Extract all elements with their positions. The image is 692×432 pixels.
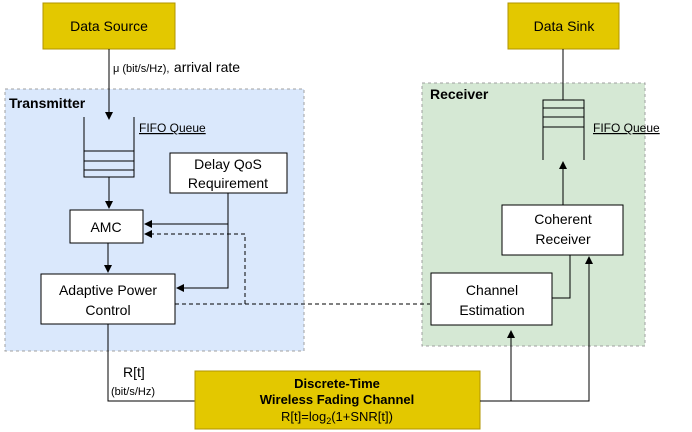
receiver-title: Receiver (430, 86, 489, 102)
adaptive-power-block (40, 273, 176, 325)
data-sink-block (507, 2, 620, 50)
coherent-receiver-block (501, 204, 624, 256)
channel-estimation-label-2: Estimation (459, 302, 524, 318)
delay-qos-label: Delay QoS (194, 156, 262, 172)
data-sink-label: Data Sink (534, 18, 596, 34)
amc-label: AMC (90, 219, 121, 235)
adaptive-power-label: Adaptive Power (59, 282, 157, 298)
channel-formula: R[t]=log2(1+SNR[t]) (281, 409, 393, 426)
rate-label: R[t] (123, 364, 145, 380)
rx-fifo-label: FIFO Queue (593, 121, 660, 135)
coherent-receiver-label-2: Receiver (535, 231, 591, 247)
data-source-block (42, 2, 176, 50)
data-source-label: Data Source (70, 18, 148, 34)
amc-block (69, 209, 144, 244)
rate-unit-label: (bit/s/Hz) (111, 386, 155, 398)
channel-estimation-block (430, 272, 553, 326)
power-to-channel-wire (107, 324, 195, 402)
qos-to-power-arrow (176, 224, 229, 292)
arrival-label: μ (bit/s/Hz), arrival rate (113, 59, 240, 76)
csi-to-amc-feedback (144, 230, 246, 304)
delay-qos-label-2: Requirement (188, 175, 268, 191)
channel-to-receiver-arrow (511, 256, 593, 402)
channel-label-1: Discrete-Time (294, 376, 380, 391)
estimation-to-receiver-wire (552, 255, 571, 299)
transmitter-title: Transmitter (9, 95, 86, 111)
tx-fifo-label: FIFO Queue (139, 121, 206, 135)
channel-label-2: Wireless Fading Channel (260, 392, 414, 407)
coherent-receiver-label: Coherent (534, 211, 592, 227)
channel-estimation-label: Channel (466, 282, 518, 298)
fading-channel-block (194, 370, 481, 430)
adaptive-power-label-2: Control (85, 302, 130, 318)
